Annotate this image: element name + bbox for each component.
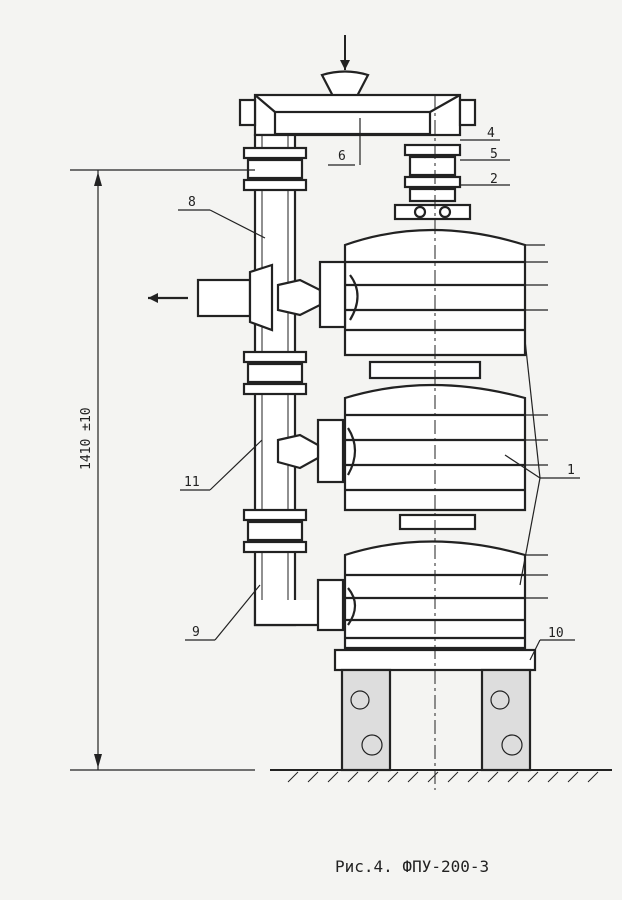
- filter-stage-3: [316, 513, 548, 650]
- height-dimension-label: 1410 ±10: [79, 407, 94, 470]
- height-dimension: [70, 169, 255, 771]
- top-manifold: [238, 93, 477, 165]
- leader-lines: [178, 139, 580, 661]
- callout-8: 8: [188, 195, 196, 210]
- callout-11: 11: [184, 475, 200, 490]
- callout-2: 2: [490, 172, 498, 187]
- figure-caption: Рис.4. ФПУ-200-3: [335, 857, 489, 876]
- filter-stage-1: [318, 228, 548, 357]
- callout-4: 4: [487, 126, 495, 141]
- base-support: [333, 648, 537, 772]
- right-riser: [393, 143, 472, 221]
- filter-stage-2: [276, 360, 548, 512]
- left-pipe: [242, 133, 332, 627]
- callout-10: 10: [548, 626, 564, 641]
- callout-1: 1: [567, 463, 575, 478]
- callout-6: 6: [338, 149, 346, 164]
- callout-9: 9: [192, 625, 200, 640]
- callout-5: 5: [490, 147, 498, 162]
- ground: [270, 769, 612, 783]
- outlet-pipe: [148, 263, 322, 332]
- top-inlet: [320, 35, 370, 102]
